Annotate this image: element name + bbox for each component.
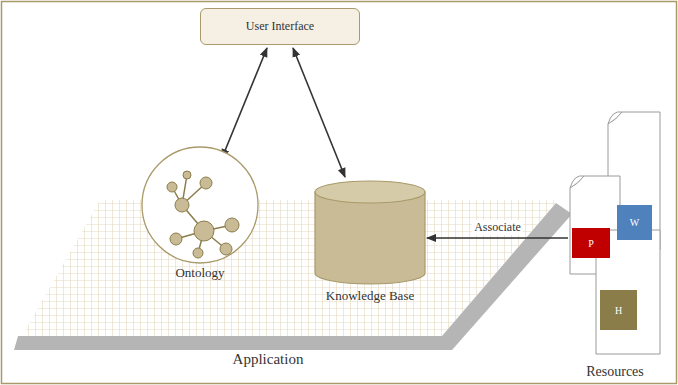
platform-label: Application bbox=[233, 351, 304, 368]
connector-arrow bbox=[222, 48, 267, 158]
node-text: P bbox=[588, 238, 594, 249]
node-text: Ontology bbox=[110, 265, 290, 281]
ontology-circle bbox=[140, 145, 260, 285]
knowledge-base-cylinder: Knowledge Base bbox=[310, 178, 430, 305]
connector-arrow bbox=[427, 237, 568, 239]
interface-box: User Interface bbox=[200, 8, 360, 45]
node-text: Resources bbox=[538, 364, 678, 380]
connector-arrow bbox=[293, 48, 345, 177]
platform-slab bbox=[14, 203, 572, 350]
document-tag: P bbox=[572, 228, 610, 258]
document-tag: W bbox=[617, 205, 652, 240]
node-text: Knowledge Base bbox=[280, 288, 460, 304]
document-tag: H bbox=[600, 290, 637, 330]
node-text: User Interface bbox=[246, 19, 314, 34]
node-text: W bbox=[630, 217, 639, 228]
ontology-node: Ontology bbox=[140, 145, 260, 285]
edge-label: Associate bbox=[472, 220, 523, 235]
cylinder-shape bbox=[310, 178, 430, 305]
node-text: H bbox=[615, 305, 622, 316]
resources-stack: ResourcesWPH bbox=[568, 108, 662, 358]
